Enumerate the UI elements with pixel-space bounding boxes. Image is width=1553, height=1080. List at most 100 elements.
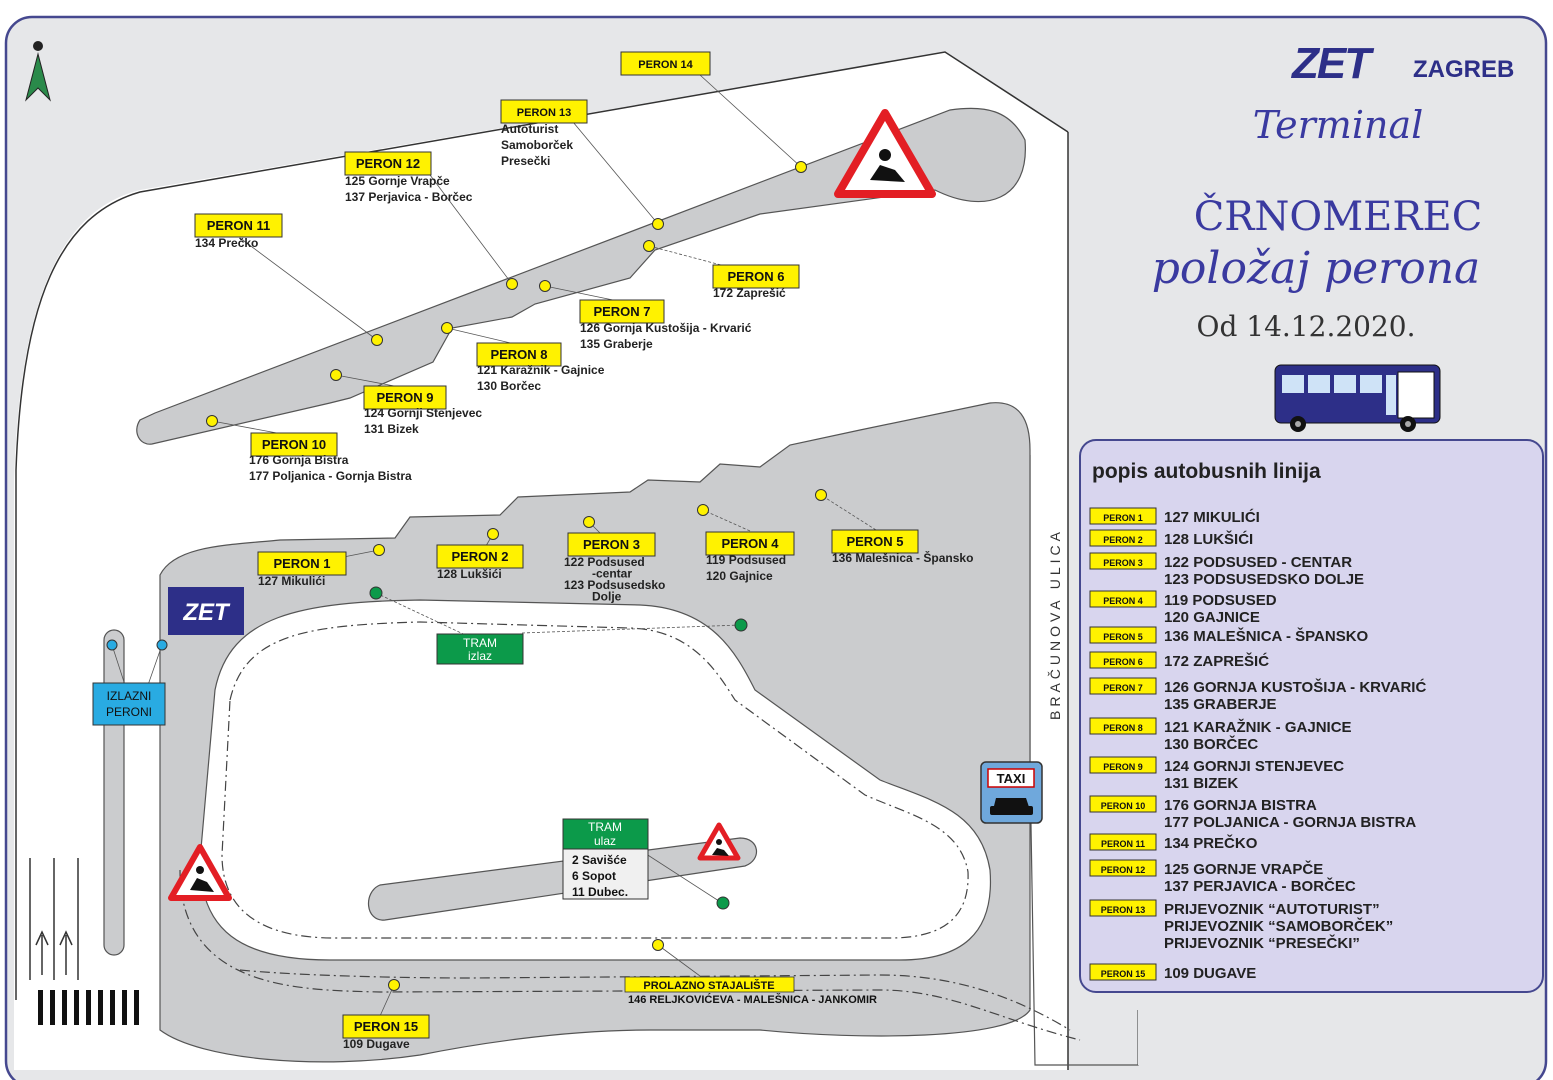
legend-line: 130 BORČEC [1164,735,1258,753]
legend-line: PRIJEVOZNIK “PRESEČKI” [1164,934,1360,952]
platform-line: 130 Borčec [477,379,541,393]
stop-dot [795,161,807,173]
tram-entry-line1: TRAM [588,820,622,834]
legend-tag [1089,590,1157,608]
legend-row: PERON 1 127 MIKULIĆI [1089,507,1260,526]
legend-tag-text: PERON 8 [1103,723,1143,733]
tram-entry-line2: ulaz [594,834,616,848]
tram-entry-line: 2 Savišće [572,853,627,867]
platform-badge-text: PERON 5 [846,534,903,549]
platform-line: 127 Mikulići [258,574,325,588]
legend-tag-text: PERON 1 [1103,513,1143,523]
legend-line: 120 GAJNICE [1164,609,1260,626]
tram-stop-dot [716,896,730,910]
platform-line: 123 Podsusedsko [564,578,665,592]
platform-badge [257,551,347,576]
legend-line: 123 PODSUSEDSKO DOLJE [1164,571,1364,588]
platform-badge-text: PERON 13 [517,107,571,119]
legend-tag [1089,651,1157,669]
lane-markings [29,858,79,980]
legend-line: PRIJEVOZNIK “AUTOTURIST” [1164,901,1380,918]
stop-dot [652,218,664,230]
platform-badge [344,151,432,176]
platform-line: 135 Graberje [580,337,653,351]
platform-badge [194,213,283,238]
tram-track-dashed-outer2 [239,969,1071,1031]
platform-badge-text: PERON 12 [356,156,420,171]
legend-tag [1089,507,1157,525]
legend-tag [1089,859,1157,877]
right-area [1138,1000,1544,1065]
platform-badge [342,1014,430,1039]
platform-badge [579,299,665,324]
legend-line: 134 PREČKO [1164,834,1258,852]
legend-tag-text: PERON 5 [1103,632,1143,642]
platform-badge-text: PERON 14 [638,59,693,71]
platform-badge-text: PERON 6 [727,269,784,284]
stop-dot [539,280,551,292]
legend-row: PERON 11 134 PREČKO [1089,833,1258,852]
stop-dot [371,334,383,346]
legend-tag-text: PERON 11 [1101,839,1145,849]
street-name: BRAČUNOVA ULICA [1047,528,1063,720]
legend-line: 121 KARAŽNIK - GAJNICE [1164,718,1352,736]
stop-dots [206,161,827,991]
legend-panel [1079,439,1544,993]
prolazno-label-box [624,976,795,993]
legend-line: 126 GORNJA KUSTOŠIJA - KRVARIĆ [1164,678,1426,696]
stop-dot [487,528,499,540]
legend-tag-text: PERON 9 [1103,762,1143,772]
legend-line: 127 MIKULIĆI [1164,508,1260,526]
stop-dot [815,489,827,501]
stop-dot [506,278,518,290]
legend-line: PRIJEVOZNIK “SAMOBORČEK” [1164,917,1393,935]
legend-title: popis autobusnih linija [1092,460,1321,483]
legend-tag-text: PERON 3 [1103,558,1143,568]
brand-city: ZAGREB [1413,56,1514,83]
zet-logo: ZET [1290,39,1376,88]
roadwork-warning-icon [834,109,936,198]
legend-tag [1089,552,1157,570]
platform-line: 128 Lukšići [437,567,502,581]
legend-tag [1089,795,1157,813]
platform-line: Autoturist [501,122,558,136]
platform-badge [831,529,919,554]
tram-loop [199,599,992,961]
platform-line: -centar [592,567,632,581]
platform-badge [620,51,711,76]
north-arrow-icon [25,41,51,102]
exit-platforms-line1: IZLAZNI [107,689,152,703]
platform-line: 120 Gajnice [706,569,773,583]
platform-badge [567,532,656,557]
legend-tag [1089,717,1157,735]
tram-stop-dot [734,618,748,632]
legend-line: 176 GORNJA BISTRA [1164,797,1317,814]
tram-entry-line: 6 Sopot [572,869,616,883]
tram-exit-line1: TRAM [463,636,497,650]
road-edge-curve [15,51,1069,1000]
platform-line: 134 Prečko [195,236,258,250]
platform-label-14: PERON 14 [620,51,711,76]
legend-tag [1089,899,1157,917]
tram-track-dashed-outer [179,869,1081,1041]
stop-dot [652,939,664,951]
legend-line: 125 GORNJE VRAPČE [1164,860,1323,878]
platform-line: 131 Bizek [364,422,419,436]
legend-line: 131 BIZEK [1164,775,1238,792]
platform-line: 177 Poljanica - Gornja Bistra [249,469,412,483]
platform-badge-text: PERON 8 [490,347,547,362]
zet-sign [168,587,244,635]
zet-logo-text: ZET [1290,39,1374,88]
platform-badge [476,342,562,367]
